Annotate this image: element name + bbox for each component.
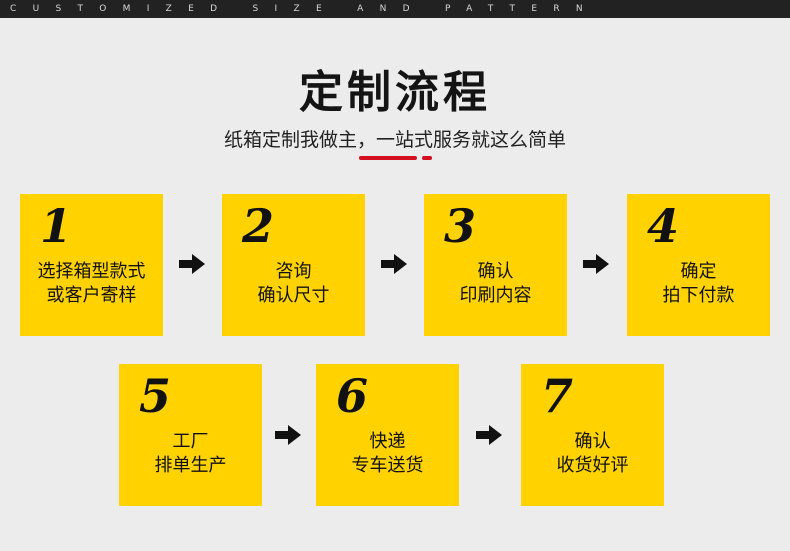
step-line-1: 咨询	[275, 261, 312, 282]
step-text: 工厂 排单生产	[119, 430, 262, 478]
step-number: 6	[336, 369, 369, 423]
step-line-2: 印刷内容	[459, 285, 532, 306]
step-line-1: 确定	[680, 261, 717, 282]
step-text: 选择箱型款式 或客户寄样	[20, 260, 163, 308]
step-text: 确认 收货好评	[521, 430, 664, 478]
step-number: 1	[40, 199, 73, 253]
step-line-1: 工厂	[172, 431, 209, 452]
step-number: 7	[541, 369, 574, 423]
arrow-right-icon	[179, 254, 205, 274]
step-card-2: 2 咨询 确认尺寸	[222, 194, 365, 336]
step-card-7: 7 确认 收货好评	[521, 364, 664, 506]
step-line-2: 拍下付款	[662, 285, 735, 306]
step-number: 4	[647, 199, 680, 253]
arrow-right-icon	[275, 425, 301, 445]
page-title: 定制流程	[299, 67, 491, 118]
top-banner-text: CUSTOMIZED SIZE AND PATTERN	[10, 4, 599, 14]
step-line-2: 确认尺寸	[257, 285, 330, 306]
step-text: 确认 印刷内容	[424, 260, 567, 308]
step-line-2: 收货好评	[556, 455, 629, 476]
step-card-5: 5 工厂 排单生产	[119, 364, 262, 506]
step-text: 咨询 确认尺寸	[222, 260, 365, 308]
step-card-3: 3 确认 印刷内容	[424, 194, 567, 336]
step-line-2: 专车送货	[351, 455, 424, 476]
step-line-1: 快递	[369, 431, 406, 452]
title-underline-short	[422, 156, 432, 160]
step-line-2: 排单生产	[154, 455, 227, 476]
arrow-right-icon	[583, 254, 609, 274]
step-card-1: 1 选择箱型款式 或客户寄样	[20, 194, 163, 336]
step-line-2: 或客户寄样	[46, 285, 137, 306]
step-card-4: 4 确定 拍下付款	[627, 194, 770, 336]
step-card-6: 6 快递 专车送货	[316, 364, 459, 506]
step-number: 2	[242, 199, 275, 253]
top-banner: CUSTOMIZED SIZE AND PATTERN	[0, 0, 790, 18]
step-line-1: 选择箱型款式	[37, 261, 146, 282]
step-text: 确定 拍下付款	[627, 260, 770, 308]
page-subtitle: 纸箱定制我做主，一站式服务就这么简单	[223, 129, 566, 151]
title-underline-long	[359, 156, 417, 160]
arrow-right-icon	[381, 254, 407, 274]
arrow-right-icon	[476, 425, 502, 445]
step-number: 5	[139, 369, 172, 423]
step-line-1: 确认	[477, 261, 514, 282]
step-line-1: 确认	[574, 431, 611, 452]
step-text: 快递 专车送货	[316, 430, 459, 478]
step-number: 3	[444, 199, 477, 253]
